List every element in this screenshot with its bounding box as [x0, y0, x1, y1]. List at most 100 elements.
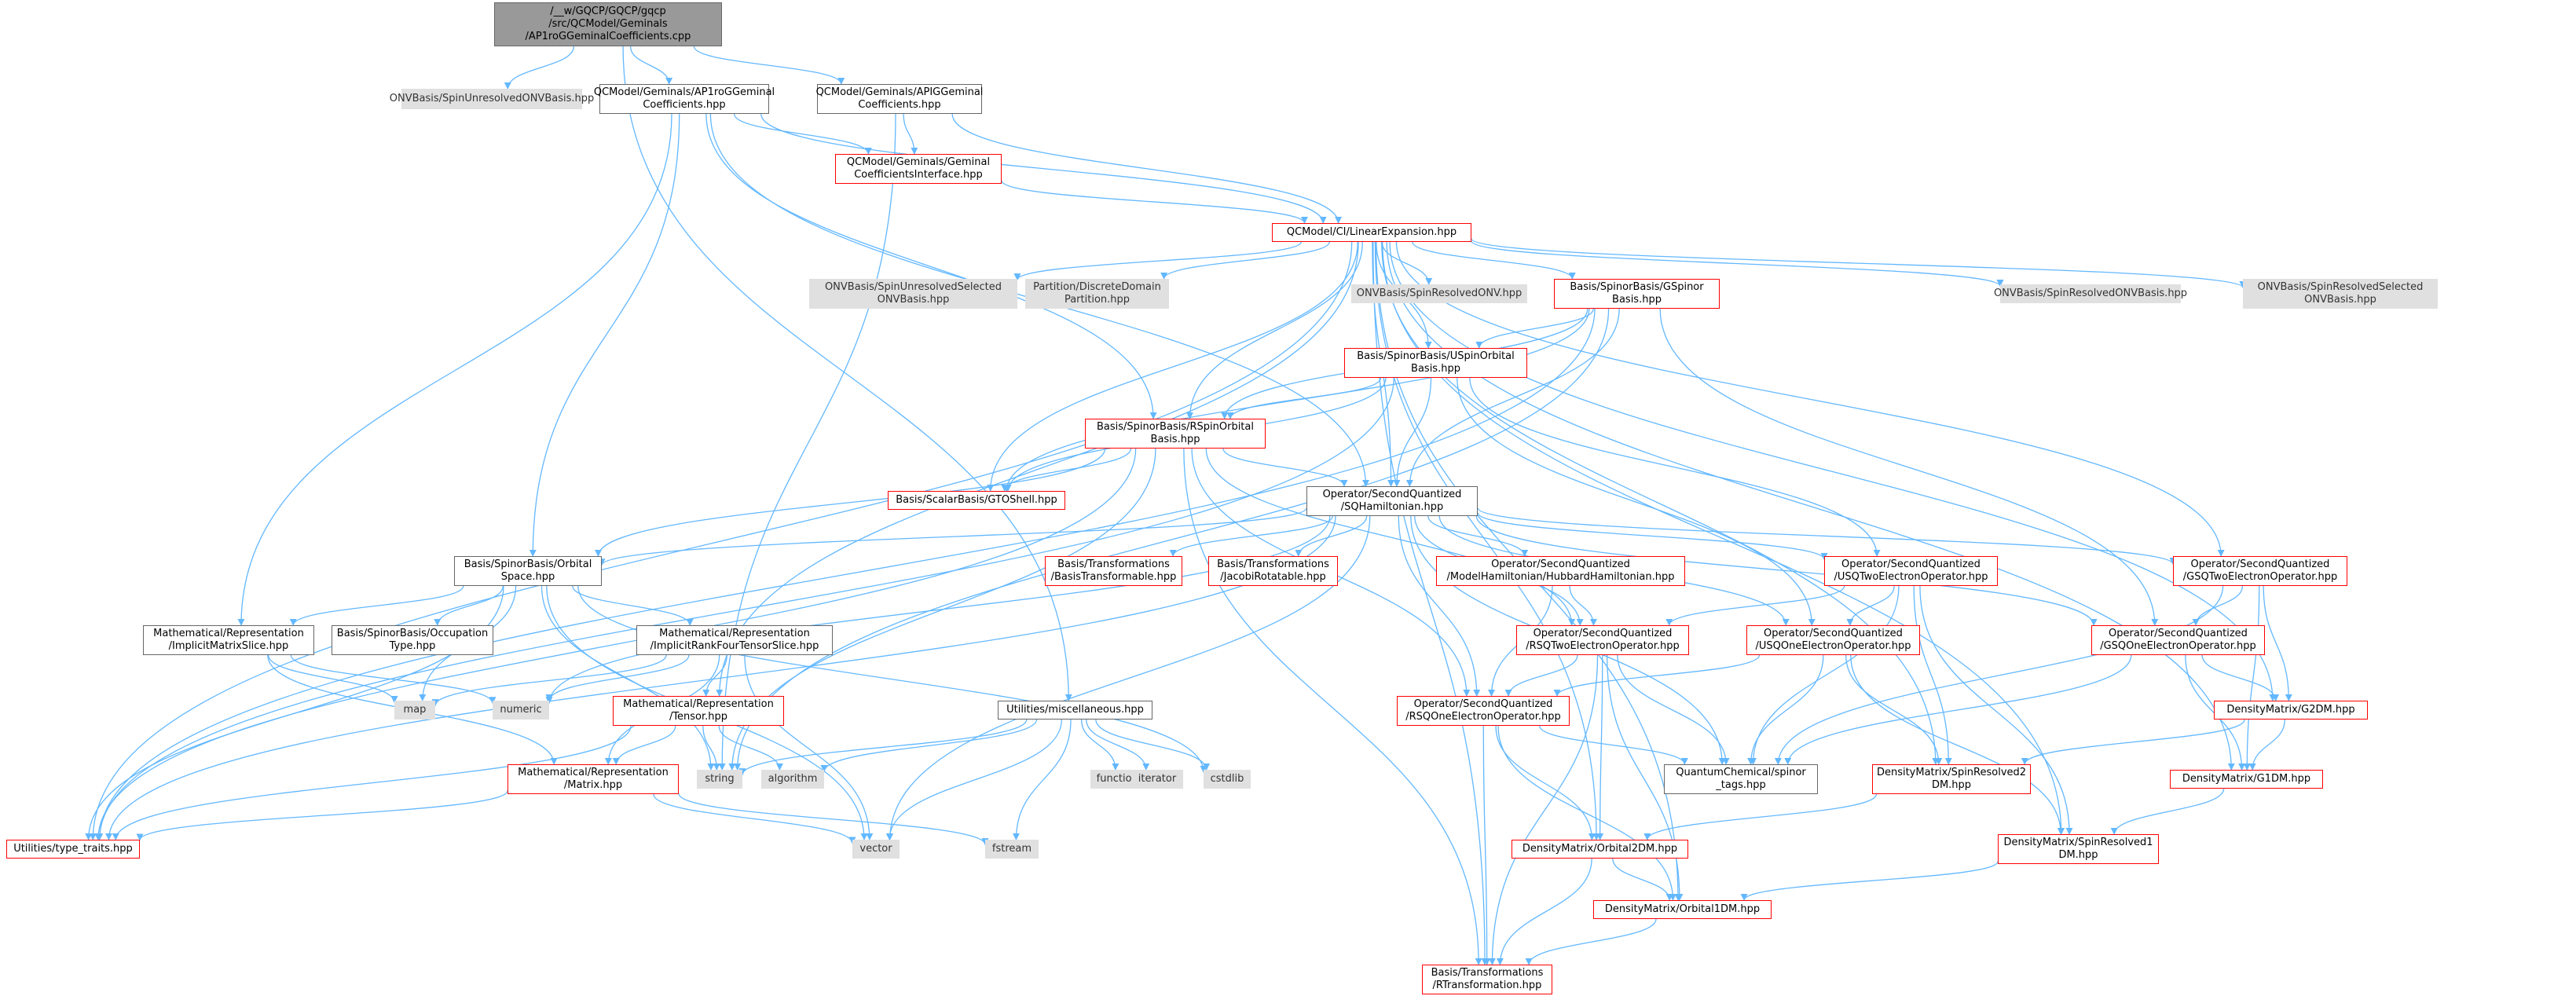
- node-numeric[interactable]: numeric: [493, 701, 549, 720]
- edge-rsq-two-to-orbital2dm: [1596, 654, 1604, 840]
- edge-gspinor-to-gsq-one: [1659, 308, 2159, 626]
- edge-uspinorbital-to-type-traits: [96, 377, 1394, 840]
- node-misc[interactable]: Utilities/miscellaneous.hpp: [998, 701, 1152, 720]
- edge-gsq-two-to-g1dm: [2243, 585, 2260, 771]
- edge-usq-one-to-spinres1dm: [1850, 654, 2065, 835]
- node-jacobi-rotatable[interactable]: Basis/Transformations /JacobiRotatable.h…: [1208, 556, 1338, 586]
- edge-linear-expansion-to-partition: [1160, 241, 1330, 280]
- edge-rspinorbital-to-orbital-space: [594, 448, 1106, 557]
- node-gsq-one[interactable]: Operator/SecondQuantized /GSQOneElectron…: [2091, 625, 2265, 655]
- edge-rspinorbital-to-sqhamiltonian: [1222, 448, 1348, 487]
- edge-misc-to-vector: [885, 719, 1062, 840]
- edge-apig-coeff-hpp-to-string: [718, 113, 896, 771]
- edge-gsq-two-to-spinor-tags: [1774, 585, 2224, 765]
- edge-implicit-matrix-to-numeric: [290, 654, 497, 705]
- node-gspinor[interactable]: Basis/SpinorBasis/GSpinor Basis.hpp: [1554, 279, 1720, 309]
- edge-orbital-space-to-string: [540, 585, 715, 771]
- node-spinres1dm[interactable]: DensityMatrix/SpinResolved1 DM.hpp: [1998, 834, 2159, 864]
- edge-gspinor-to-type-traits: [96, 308, 1596, 840]
- node-occupation-type[interactable]: Basis/SpinorBasis/Occupation Type.hpp: [332, 625, 493, 655]
- node-g1dm[interactable]: DensityMatrix/G1DM.hpp: [2170, 770, 2323, 789]
- edge-linear-expansion-to-onv-spinres-onv: [1381, 241, 1433, 285]
- node-rtransformation[interactable]: Basis/Transformations /RTransformation.h…: [1422, 965, 1552, 994]
- edge-sqhamiltonian-to-numeric: [545, 515, 1331, 705]
- node-root[interactable]: /__w/GQCP/GQCP/gqcp /src/QCModel/Geminal…: [494, 2, 722, 46]
- node-type-traits[interactable]: Utilities/type_traits.hpp: [6, 840, 140, 859]
- edge-usq-two-to-spinor-tags: [1749, 585, 1900, 765]
- edge-uspinorbital-to-usq-two: [1469, 377, 1881, 557]
- edge-sqhamiltonian-to-gsq-two: [1477, 507, 2177, 565]
- node-orbital-space[interactable]: Basis/SpinorBasis/Orbital Space.hpp: [454, 556, 602, 586]
- edge-root-to-ap1rog-coeff-hpp: [629, 46, 673, 85]
- edge-rspinorbital-to-gtoshell: [1001, 448, 1132, 492]
- node-rspinorbital[interactable]: Basis/SpinorBasis/RSpinOrbital Basis.hpp: [1085, 419, 1266, 449]
- edge-rspinorbital-to-rsq-two: [1205, 448, 1576, 626]
- node-apig-coeff-hpp[interactable]: QCModel/Geminals/APIGGeminal Coefficient…: [816, 84, 983, 114]
- node-implicit-rank4[interactable]: Mathematical/Representation /ImplicitRan…: [636, 625, 833, 655]
- node-gsq-two[interactable]: Operator/SecondQuantized /GSQTwoElectron…: [2173, 556, 2347, 586]
- edge-misc-to-functional: [1080, 719, 1119, 771]
- edge-gsq-one-to-g1dm: [2185, 654, 2246, 771]
- node-ap1rog-coeff-hpp[interactable]: QCModel/Geminals/AP1roGGeminal Coefficie…: [594, 84, 775, 114]
- edge-misc-to-cstdlib: [1095, 719, 1211, 771]
- node-onv-spinres-onv[interactable]: ONVBasis/SpinResolvedONV.hpp: [1351, 284, 1527, 303]
- node-string[interactable]: string: [697, 770, 742, 789]
- edge-rsq-one-to-spinor-tags: [1538, 725, 1688, 765]
- node-hubbard[interactable]: Operator/SecondQuantized /ModelHamiltoni…: [1436, 556, 1685, 586]
- node-partition[interactable]: Partition/DiscreteDomain Partition.hpp: [1025, 279, 1169, 309]
- edge-gspinor-to-sqhamiltonian: [1405, 308, 1620, 487]
- edge-orbital-space-to-cstdlib: [577, 585, 1207, 773]
- edge-usq-two-to-spinres1dm: [1919, 585, 2073, 835]
- node-iterator[interactable]: iterator: [1131, 770, 1183, 789]
- node-algorithm[interactable]: algorithm: [761, 770, 824, 789]
- node-g2dm[interactable]: DensityMatrix/G2DM.hpp: [2214, 701, 2368, 720]
- edge-g2dm-to-spinres2dm: [2021, 719, 2245, 765]
- node-rsq-two[interactable]: Operator/SecondQuantized /RSQTwoElectron…: [1516, 625, 1689, 655]
- node-orbital2dm[interactable]: DensityMatrix/Orbital2DM.hpp: [1512, 840, 1688, 859]
- node-matrix[interactable]: Mathematical/Representation /Matrix.hpp: [508, 764, 679, 794]
- edge-orbital-space-to-implicit-matrix: [289, 585, 464, 626]
- node-orbital1dm[interactable]: DensityMatrix/Orbital1DM.hpp: [1593, 900, 1772, 919]
- node-spinor-tags[interactable]: QuantumChemical/spinor _tags.hpp: [1664, 764, 1818, 794]
- edge-linear-expansion-to-g2dm: [1389, 241, 2277, 701]
- edge-sqhamiltonian-to-orbital-space: [598, 507, 1307, 566]
- edge-linear-expansion-to-onv-spinres-basis: [1471, 240, 2004, 287]
- node-usq-two[interactable]: Operator/SecondQuantized /USQTwoElectron…: [1824, 556, 1998, 586]
- node-cstdlib[interactable]: cstdlib: [1204, 770, 1251, 789]
- node-onvbasis-spinunres[interactable]: ONVBasis/SpinUnresolvedONVBasis.hpp: [390, 89, 594, 109]
- node-implicit-matrix[interactable]: Mathematical/Representation /ImplicitMat…: [143, 625, 314, 655]
- node-geminal-iface[interactable]: QCModel/Geminals/Geminal CoefficientsInt…: [835, 154, 1002, 184]
- edge-ap1rog-coeff-hpp-to-implicit-matrix: [237, 113, 672, 626]
- edge-root-to-onvbasis-spinunres: [504, 46, 575, 90]
- node-gtoshell[interactable]: Basis/ScalarBasis/GTOShell.hpp: [888, 491, 1065, 510]
- node-fstream[interactable]: fstream: [985, 840, 1039, 859]
- edge-usq-one-to-spinres2dm: [1845, 654, 1943, 765]
- node-spinres2dm[interactable]: DensityMatrix/SpinResolved2 DM.hpp: [1872, 764, 2031, 794]
- node-onv-spinres-basis[interactable]: ONVBasis/SpinResolvedONVBasis.hpp: [1994, 284, 2187, 303]
- node-sqhamiltonian[interactable]: Operator/SecondQuantized /SQHamiltonian.…: [1306, 486, 1478, 516]
- edge-spinres2dm-to-orbital2dm: [1643, 793, 1878, 840]
- edge-implicit-rank4-to-vector: [744, 654, 874, 840]
- node-onv-spinres-sel[interactable]: ONVBasis/SpinResolvedSelected ONVBasis.h…: [2243, 279, 2438, 309]
- edge-usq-one-to-rsq-one: [1553, 654, 1761, 697]
- edge-gsq-two-to-g2dm: [2263, 585, 2292, 701]
- edge-implicit-rank4-to-map: [431, 654, 667, 707]
- node-uspinorbital[interactable]: Basis/SpinorBasis/USpinOrbital Basis.hpp: [1344, 348, 1527, 378]
- edge-orbital2dm-to-rtransformation: [1496, 858, 1592, 965]
- edge-gsq-one-to-g2dm: [2201, 654, 2280, 701]
- node-map[interactable]: map: [394, 701, 435, 720]
- edge-tensor-to-algorithm: [718, 725, 783, 771]
- node-basis-transformable[interactable]: Basis/Transformations /BasisTransformabl…: [1045, 556, 1182, 586]
- node-onv-spinunres-sel[interactable]: ONVBasis/SpinUnresolvedSelected ONVBasis…: [809, 279, 1017, 309]
- node-tensor[interactable]: Mathematical/Representation /Tensor.hpp: [613, 696, 784, 726]
- node-linear-expansion[interactable]: QCModel/CI/LinearExpansion.hpp: [1272, 223, 1471, 242]
- edge-geminal-iface-to-linear-expansion: [1001, 180, 1308, 224]
- edge-orbital-space-to-occupation-type: [434, 585, 504, 626]
- edge-rsq-one-to-rtransformation: [1482, 725, 1491, 965]
- node-vector[interactable]: vector: [852, 840, 900, 859]
- node-usq-one[interactable]: Operator/SecondQuantized /USQOneElectron…: [1746, 625, 1920, 655]
- node-rsq-one[interactable]: Operator/SecondQuantized /RSQOneElectron…: [1397, 696, 1570, 726]
- edge-linear-expansion-to-onv-spinunres-sel: [1013, 241, 1302, 281]
- edge-spinres1dm-to-orbital1dm: [1740, 861, 1999, 901]
